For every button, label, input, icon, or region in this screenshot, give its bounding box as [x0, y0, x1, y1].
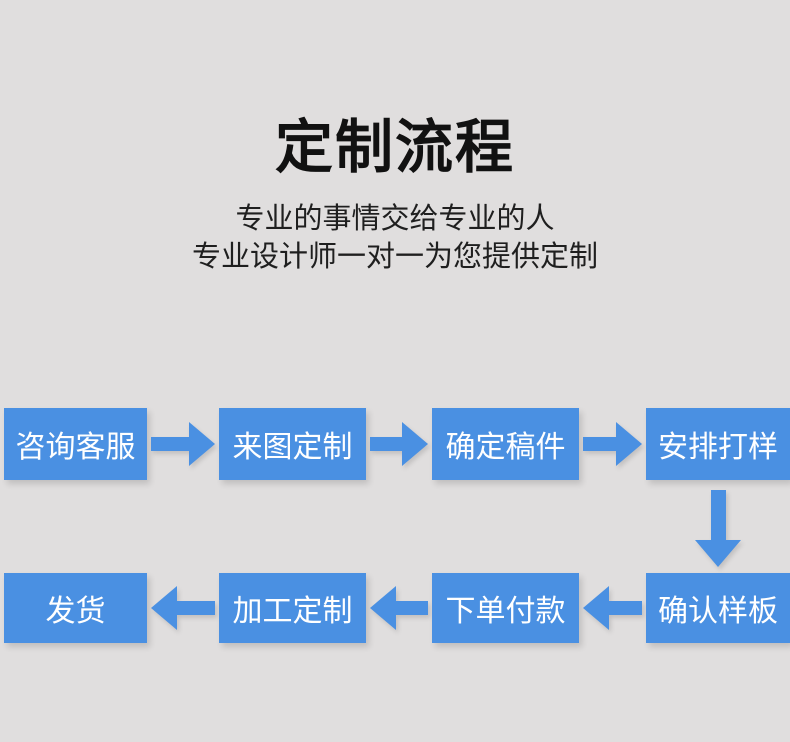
arrow-head — [695, 540, 741, 567]
arrow-right-icon — [151, 422, 215, 466]
arrow-right-icon — [370, 422, 428, 466]
arrow-head — [583, 586, 609, 630]
arrow-right-icon — [583, 422, 642, 466]
arrow-shaft — [151, 437, 189, 451]
arrow-shaft — [177, 601, 215, 615]
page-title: 定制流程 — [274, 115, 515, 180]
flow-step-manufacture: 加工定制 — [219, 573, 366, 643]
flow-step-send-design: 来图定制 — [219, 408, 366, 480]
subtitle-line-1: 专业的事情交给专业的人 — [235, 203, 555, 235]
arrow-head — [151, 586, 177, 630]
arrow-down-icon — [695, 490, 741, 567]
flow-step-order-pay: 下单付款 — [432, 573, 579, 643]
flow-step-confirm-draft: 确定稿件 — [432, 408, 579, 480]
arrow-head — [402, 422, 428, 466]
arrow-shaft — [609, 601, 642, 615]
arrow-shaft — [583, 437, 616, 451]
arrow-head — [616, 422, 642, 466]
arrow-left-icon — [151, 586, 215, 630]
flow-step-arrange-proof: 安排打样 — [646, 408, 790, 480]
flow-step-confirm-sample: 确认样板 — [646, 573, 790, 643]
flow-step-consult-service: 咨询客服 — [4, 408, 147, 480]
arrow-head — [189, 422, 215, 466]
arrow-left-icon — [370, 586, 428, 630]
arrow-shaft — [710, 490, 726, 540]
subtitle-line-2: 专业设计师一对一为您提供定制 — [191, 241, 598, 273]
arrow-shaft — [370, 437, 402, 451]
flow-step-ship: 发货 — [4, 573, 147, 643]
arrow-left-icon — [583, 586, 642, 630]
arrow-head — [370, 586, 396, 630]
subtitle: 专业的事情交给专业的人 专业设计师一对一为您提供定制 — [0, 200, 790, 276]
arrow-shaft — [396, 601, 428, 615]
